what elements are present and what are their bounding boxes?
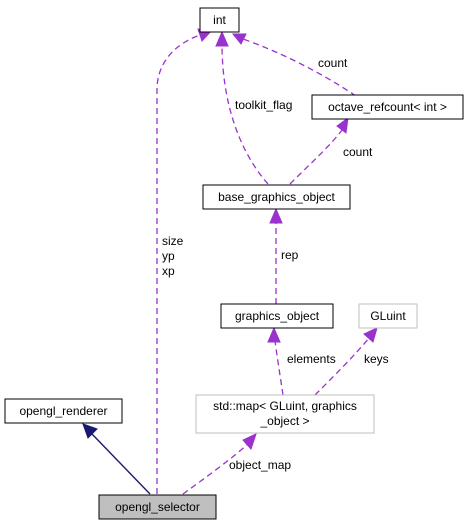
label-rep: rep (281, 248, 299, 262)
edge-elements (274, 340, 284, 396)
arrowhead-keys (363, 327, 378, 343)
edge-toolkit-flag (221, 43, 269, 185)
edge-size-yp-xp (156, 33, 204, 494)
arrowhead-object-map (242, 433, 257, 450)
label-count-refcount: count (343, 145, 373, 159)
label-toolkit-flag: toolkit_flag (235, 98, 292, 112)
node-graphics-object-label: graphics_object (235, 309, 320, 323)
label-elements: elements (287, 352, 336, 366)
label-xp: xp (162, 264, 175, 278)
node-int[interactable]: int (199, 7, 240, 33)
node-base-graphics-object-label: base_graphics_object (218, 190, 335, 204)
arrowhead-count-to-refcount (336, 116, 349, 134)
arrowhead-rep (269, 207, 283, 224)
node-std-map-label-line1: std::map< GLuint, graphics (213, 399, 357, 413)
node-base-graphics-object[interactable]: base_graphics_object (202, 184, 351, 210)
node-graphics-object[interactable]: graphics_object (220, 303, 334, 329)
node-octave-refcount[interactable]: octave_refcount< int > (311, 94, 464, 120)
label-size: size (162, 234, 184, 248)
label-count-int: count (318, 56, 348, 70)
node-opengl-selector-label: opengl_selector (115, 500, 200, 514)
node-opengl-renderer-label: opengl_renderer (19, 404, 107, 418)
node-octave-refcount-label: octave_refcount< int > (328, 100, 447, 114)
arrowhead-toolkit-flag (215, 30, 229, 47)
node-std-map-label-line2: _object > (259, 414, 309, 428)
edge-object-map (182, 443, 249, 495)
label-keys: keys (364, 352, 389, 366)
edge-keys (314, 337, 370, 396)
node-int-label: int (213, 13, 226, 27)
label-yp: yp (162, 249, 175, 263)
arrowhead-inheritance (82, 423, 98, 439)
node-gluint-label: GLuint (370, 309, 406, 323)
label-object-map: object_map (229, 458, 291, 472)
node-gluint[interactable]: GLuint (358, 303, 418, 329)
edge-inheritance (91, 433, 151, 495)
edge-count-to-refcount (289, 129, 343, 185)
arrowhead-count-to-int (231, 33, 247, 45)
node-opengl-selector[interactable]: opengl_selector (98, 494, 217, 520)
arrowhead-elements (267, 326, 281, 343)
edge-count-to-int (242, 38, 357, 97)
node-opengl-renderer[interactable]: opengl_renderer (4, 398, 123, 424)
node-std-map[interactable]: std::map< GLuint, graphics _object > (195, 394, 375, 434)
